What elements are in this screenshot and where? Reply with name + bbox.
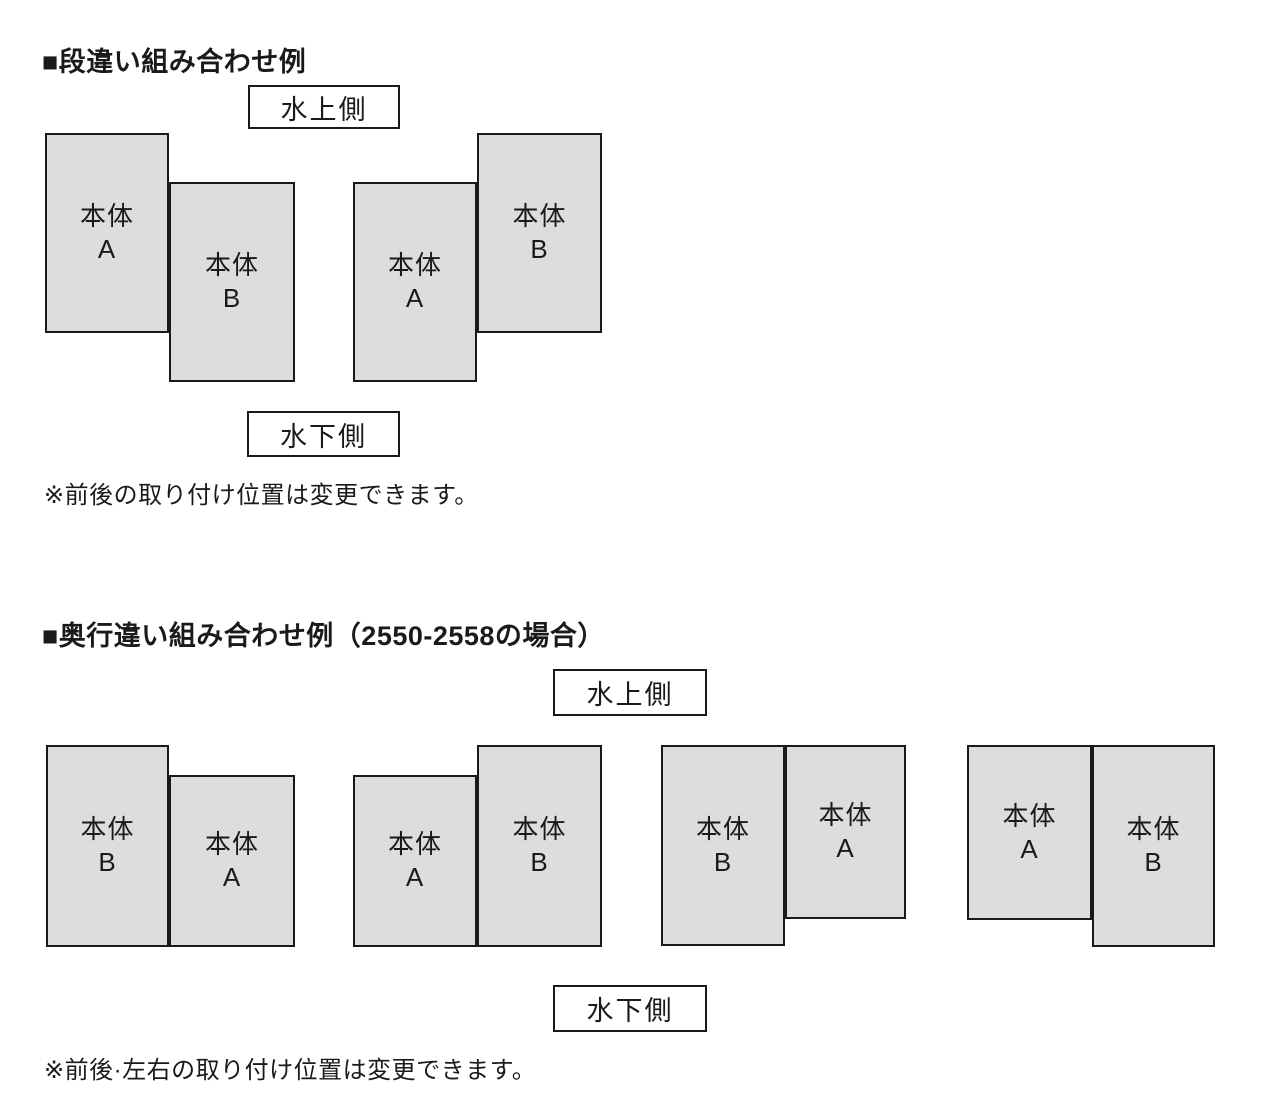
panel-body-a: 本体 A xyxy=(353,182,477,382)
section2-title: ■奥行違い組み合わせ例（2550-2558の場合） xyxy=(42,621,605,651)
panel-body-b: 本体 B xyxy=(661,745,785,946)
panel-body-a: 本体 A xyxy=(45,133,169,333)
panel-body-b: 本体 B xyxy=(477,133,602,333)
panel-body-a: 本体 A xyxy=(169,775,295,947)
panel-body-b: 本体 B xyxy=(46,745,169,947)
panel-body-a: 本体 A xyxy=(353,775,477,947)
panel-label: 本体 A xyxy=(1002,800,1057,864)
section2-downstream-label-box: 水下側 xyxy=(553,985,707,1032)
panel-label: 本体 B xyxy=(512,201,567,264)
section1-downstream-label-box: 水下側 xyxy=(247,411,400,457)
section1-title: ■段違い組み合わせ例 xyxy=(42,47,307,77)
upstream-label: 水上側 xyxy=(280,94,368,125)
panel-label: 本体 A xyxy=(387,250,442,313)
panel-body-a: 本体 A xyxy=(785,745,906,919)
panel-body-b: 本体 B xyxy=(1092,745,1215,947)
panel-label: 本体 B xyxy=(80,814,135,877)
section2-note: ※前後·左右の取り付け位置は変更できます。 xyxy=(44,1057,537,1084)
panel-body-b: 本体 B xyxy=(477,745,602,947)
section1-upstream-label-box: 水上側 xyxy=(248,85,400,129)
panel-label: 本体 A xyxy=(79,201,134,264)
downstream-label: 水下側 xyxy=(280,421,367,452)
panel-label: 本体 A xyxy=(387,829,442,892)
upstream-label: 水上側 xyxy=(586,680,674,710)
panel-label: 本体 B xyxy=(1126,814,1181,877)
panel-body-a: 本体 A xyxy=(967,745,1092,920)
section1-note: ※前後の取り付け位置は変更できます。 xyxy=(44,482,479,509)
panel-label: 本体 A xyxy=(204,829,259,892)
panel-label: 本体 B xyxy=(512,814,567,877)
section2-upstream-label-box: 水上側 xyxy=(553,669,707,716)
panel-body-b: 本体 B xyxy=(169,182,295,382)
panel-label: 本体 B xyxy=(695,813,750,877)
panel-label: 本体 A xyxy=(818,800,873,863)
downstream-label: 水下側 xyxy=(586,996,674,1026)
panel-label: 本体 B xyxy=(204,250,259,313)
